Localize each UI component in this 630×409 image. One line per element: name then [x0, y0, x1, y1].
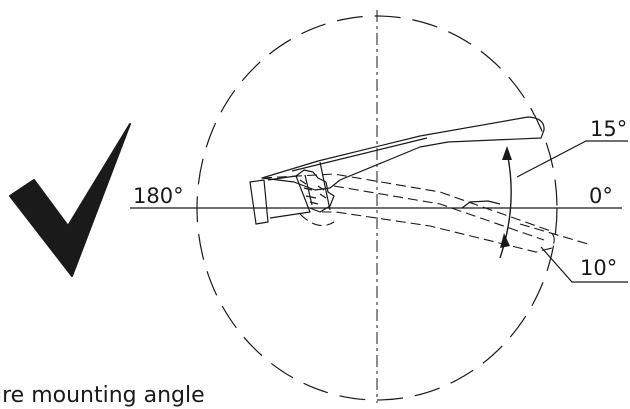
checkmark-icon [9, 123, 131, 277]
label-10-degrees: 10° [580, 256, 617, 280]
label-180-degrees: 180° [133, 184, 184, 208]
label-15-degrees: 15° [590, 117, 627, 141]
leader-10 [540, 246, 628, 283]
handle-device-icon [249, 116, 545, 225]
leader-15 [516, 140, 628, 178]
label-0-degrees: 0° [589, 184, 613, 208]
arc-arrow-down [500, 233, 510, 248]
caption-mounting-angle: ire mounting angle [0, 383, 205, 408]
handle-device-lowered [261, 173, 589, 253]
arc-arrow-up [502, 146, 512, 160]
